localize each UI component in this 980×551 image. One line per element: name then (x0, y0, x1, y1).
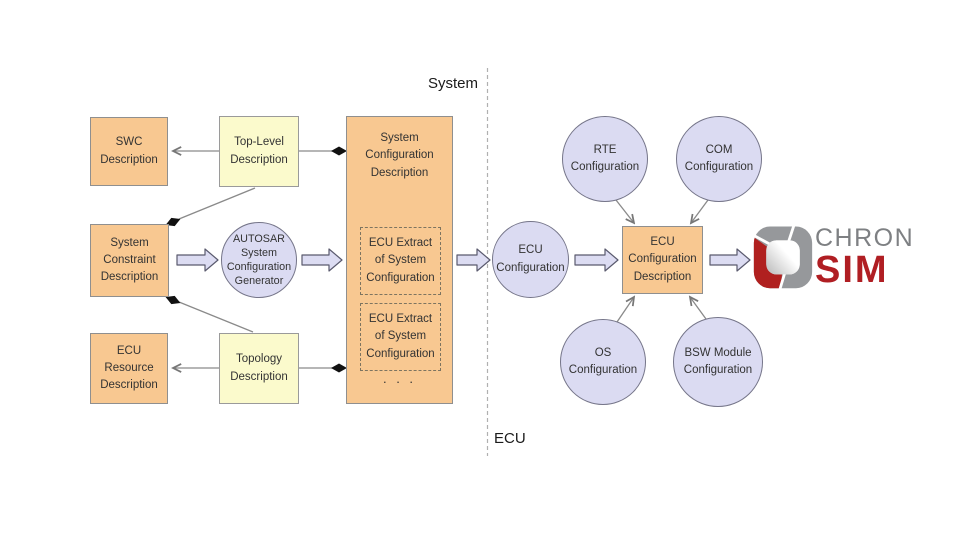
ecu-extract-box-1: ECU Extract of System Configuration (360, 227, 441, 295)
more-extracts-ellipsis: . . . (382, 371, 417, 386)
ecu-extract-box-2: ECU Extract of System Configuration (360, 303, 441, 371)
chronsim-logo: CHRON SIM (752, 223, 922, 295)
system-region-label: System (427, 75, 478, 92)
topology-description-box: Topology Description (219, 333, 299, 404)
line-toplevel-to-constraint (178, 187, 256, 220)
diamond-sysconfig-top (331, 146, 347, 156)
swc-description-box: SWC Description (90, 117, 168, 186)
sim-text: SIM (815, 249, 889, 291)
line-bsw-to-ecudesc (690, 297, 707, 320)
system-configuration-description-label: System Configuration Description (365, 132, 434, 179)
flow-arrow-ecudesc-to-chronsim (709, 248, 751, 272)
line-os-to-ecudesc (616, 297, 634, 323)
chronsim-wordmark: CHRON SIM (815, 224, 915, 291)
flow-arrow-generator-to-sysconfig (301, 248, 343, 272)
os-configuration-circle: OS Configuration (560, 319, 646, 405)
system-configuration-description-box: System Configuration Description ECU Ext… (346, 116, 453, 404)
diamond-constraint-bottom (165, 295, 181, 305)
line-rte-to-ecudesc (615, 199, 634, 223)
autosar-system-configuration-generator-circle: AUTOSAR System Configuration Generator (221, 222, 297, 298)
ecu-region-label: ECU (494, 430, 526, 447)
ecu-resource-description-box: ECU Resource Description (90, 333, 168, 404)
chron-text: CHRON (815, 224, 915, 252)
ecu-configuration-description-box: ECU Configuration Description (622, 226, 703, 294)
diamond-constraint-top (165, 217, 181, 227)
com-configuration-circle: COM Configuration (676, 116, 762, 202)
top-level-description-box: Top-Level Description (219, 116, 299, 187)
flow-arrow-ecuconfig-to-ecudesc (574, 248, 619, 272)
flow-arrow-sysconfig-to-ecuconfig (456, 248, 491, 272)
diamond-sysconfig-bottom (331, 363, 347, 373)
rte-configuration-circle: RTE Configuration (562, 116, 648, 202)
bsw-module-configuration-circle: BSW Module Configuration (673, 317, 763, 407)
ecu-configuration-circle: ECU Configuration (492, 221, 569, 298)
line-com-to-ecudesc (691, 199, 709, 223)
line-constraint-to-topology (178, 301, 254, 333)
chronsim-shutter-icon (752, 224, 813, 292)
flow-arrow-constraint-to-generator (176, 248, 219, 272)
system-constraint-description-box: System Constraint Description (90, 224, 169, 297)
